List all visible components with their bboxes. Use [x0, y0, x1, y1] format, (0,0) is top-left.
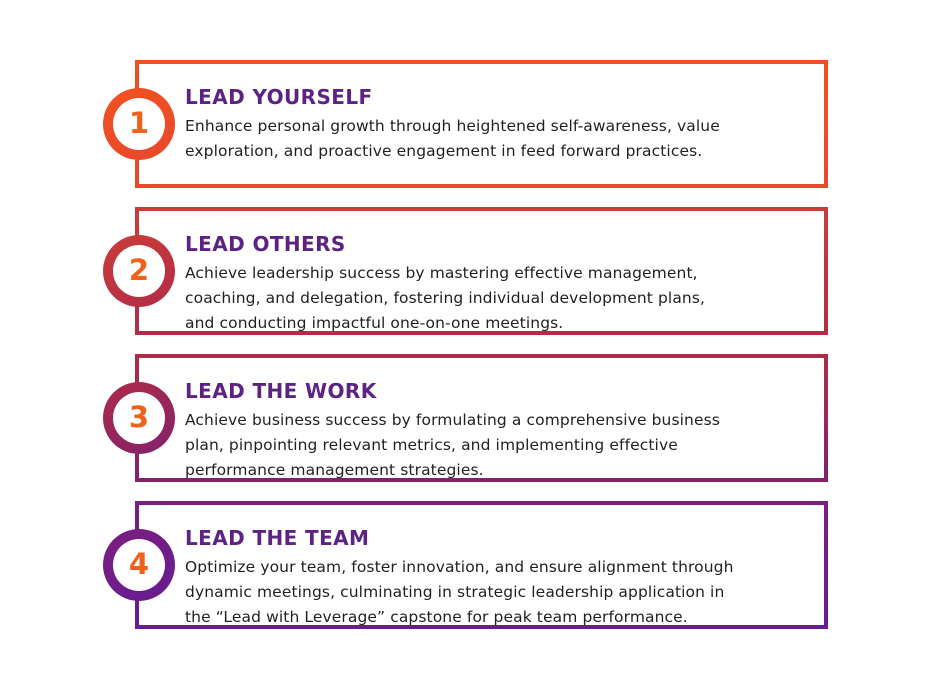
step-title: LEAD THE TEAM	[185, 526, 370, 550]
step-1-number-badge-inner: 1	[113, 98, 165, 150]
step-4-content: LEAD THE TEAM Optimize your team, foster…	[139, 505, 824, 630]
step-number: 3	[128, 399, 150, 434]
step-title: LEAD YOURSELF	[185, 85, 373, 109]
step-4-number-badge: 4	[103, 529, 175, 601]
step-2-number-badge-inner: 2	[113, 245, 165, 297]
step-2-content: LEAD OTHERS Achieve leadership success b…	[139, 211, 824, 336]
step-title: LEAD OTHERS	[185, 232, 346, 256]
step-4-number-badge-inner: 4	[113, 539, 165, 591]
step-card-lead-the-work: 3 LEAD THE WORK Achieve business success…	[103, 354, 828, 483]
step-2-number-badge: 2	[103, 235, 175, 307]
step-description: Optimize your team, foster innovation, a…	[185, 558, 734, 626]
step-1-number-badge: 1	[103, 88, 175, 160]
step-3-number-badge-inner: 3	[113, 392, 165, 444]
step-number: 1	[128, 105, 150, 140]
step-description: Achieve leadership success by mastering …	[185, 264, 706, 332]
step-description: Enhance personal growth through heighten…	[185, 117, 720, 160]
step-number: 2	[128, 252, 150, 287]
step-title: LEAD THE WORK	[185, 379, 377, 403]
step-card-lead-others: 2 LEAD OTHERS Achieve leadership success…	[103, 207, 828, 336]
step-3-content: LEAD THE WORK Achieve business success b…	[139, 358, 824, 483]
step-number: 4	[128, 546, 150, 581]
step-card-lead-yourself: 1 LEAD YOURSELF Enhance personal growth …	[103, 60, 828, 188]
step-card-lead-the-team: 4 LEAD THE TEAM Optimize your team, fost…	[103, 501, 828, 630]
step-description: Achieve business success by formulating …	[185, 411, 720, 479]
step-1-content: LEAD YOURSELF Enhance personal growth th…	[139, 64, 824, 164]
step-3-number-badge: 3	[103, 382, 175, 454]
steps-list: 1 LEAD YOURSELF Enhance personal growth …	[103, 60, 828, 630]
